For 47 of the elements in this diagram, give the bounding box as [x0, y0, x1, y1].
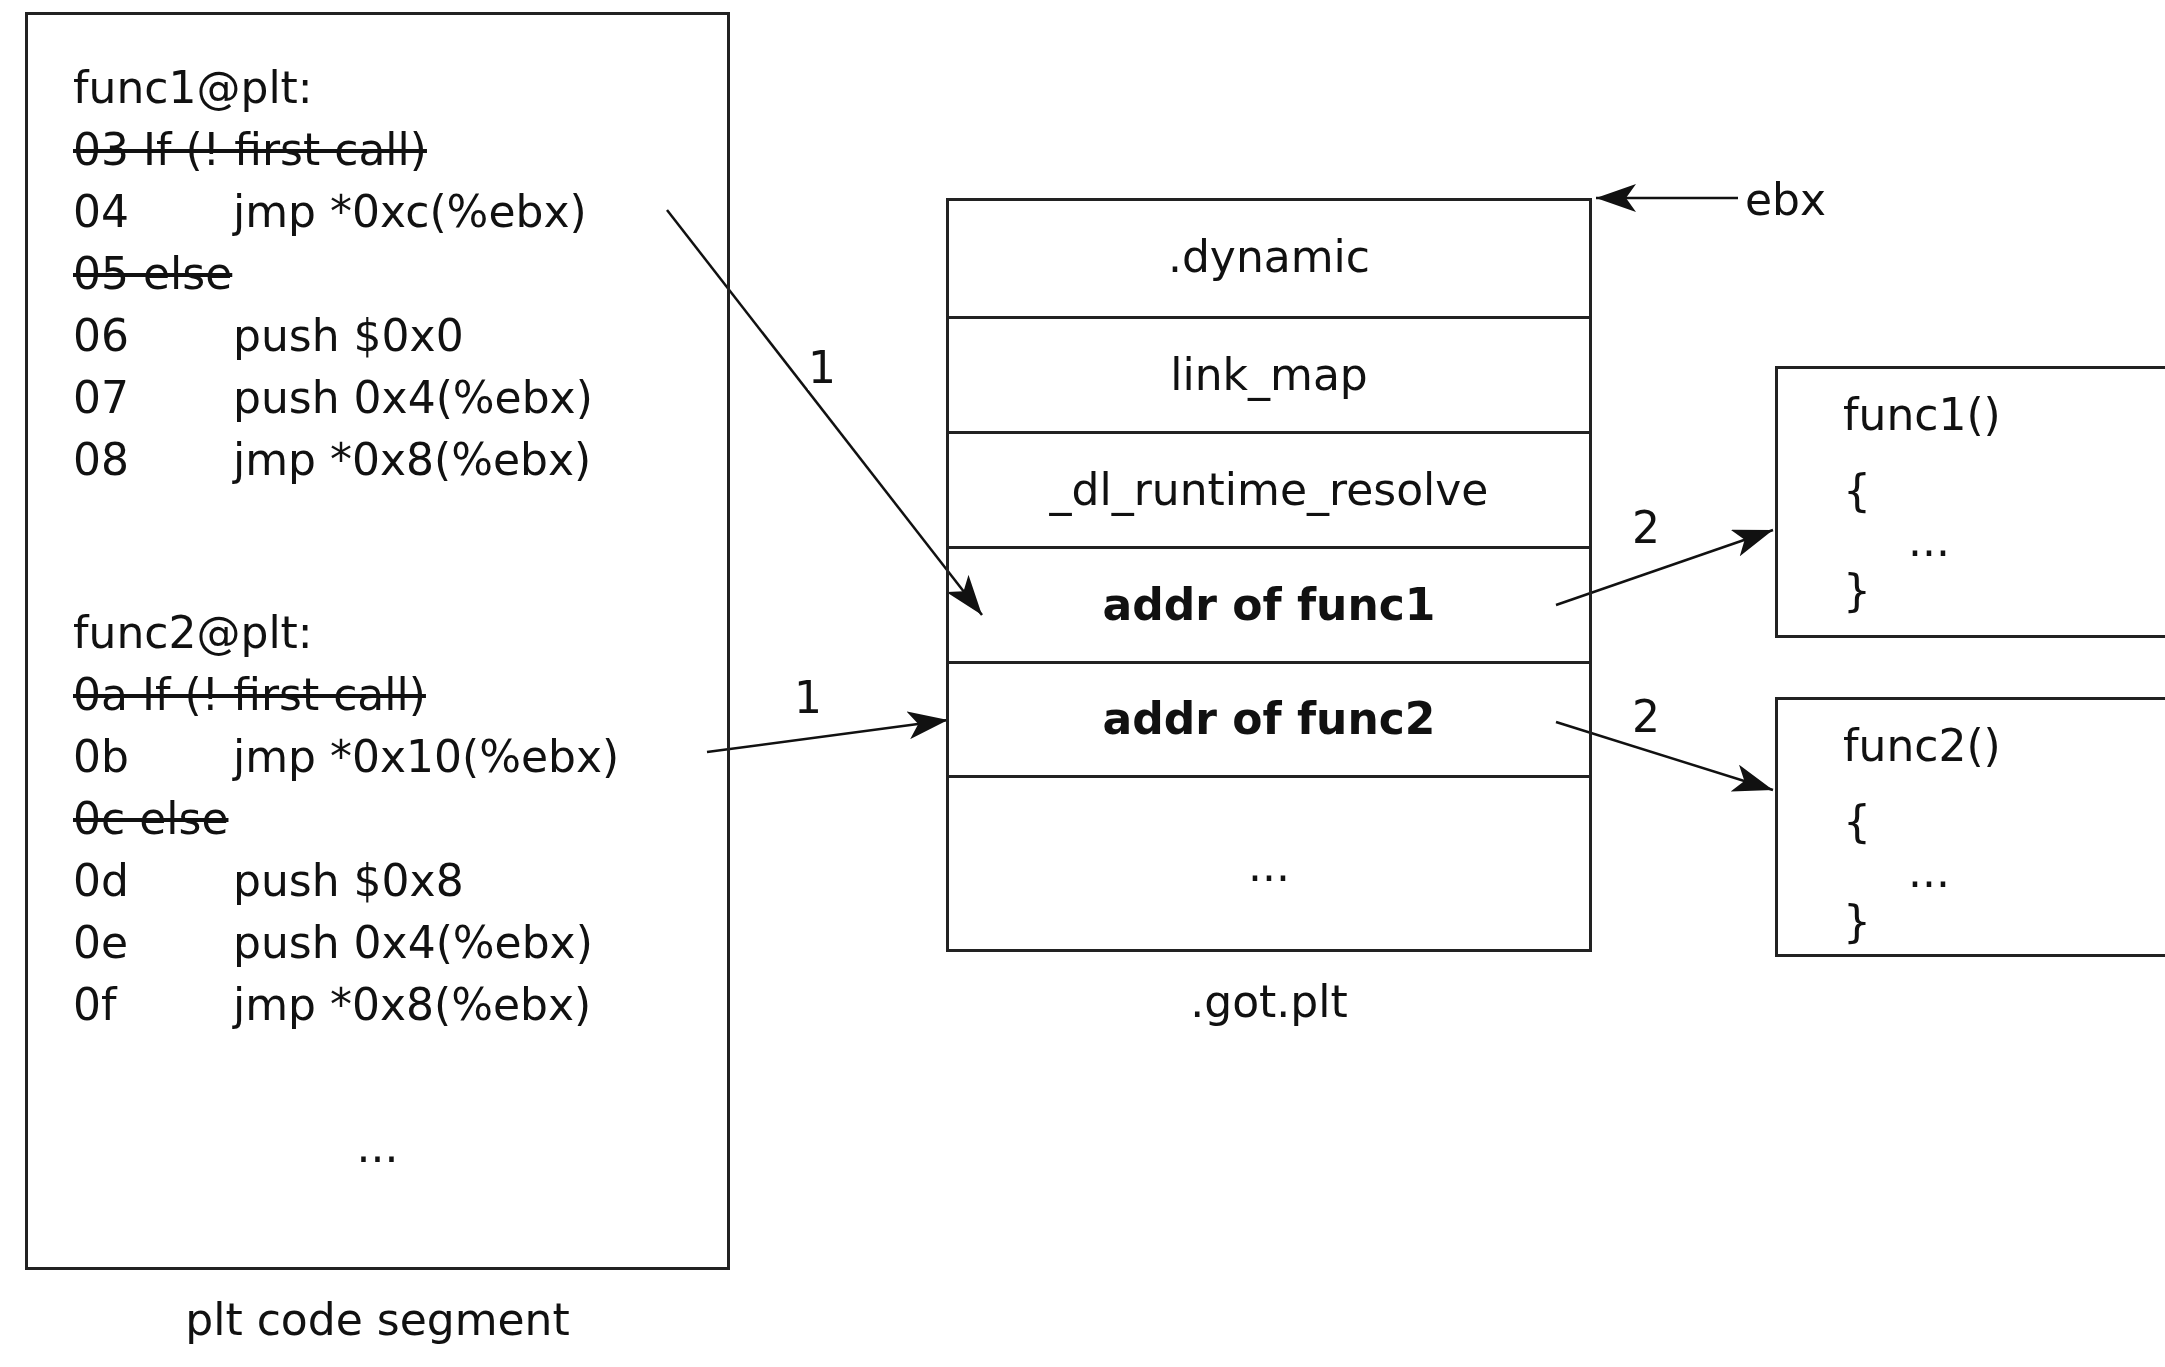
memory-table — [946, 198, 1592, 952]
code-text: { — [1843, 800, 1871, 844]
line-number: 04 — [73, 190, 129, 234]
line-number: 0f — [73, 983, 117, 1027]
code-text: func1() — [1843, 393, 2001, 437]
arrow — [706, 711, 949, 754]
line-number: 06 — [73, 314, 129, 358]
code-label: func1@plt: — [73, 66, 313, 110]
struck-code-text: 0a If (! first call) — [73, 673, 426, 717]
code-text: } — [1843, 569, 1871, 613]
code-segment-box — [25, 12, 730, 1270]
arrow — [1596, 184, 1738, 212]
ellipsis-text: ... — [355, 1125, 400, 1169]
entry-label: .dynamic — [1166, 234, 1372, 279]
arrow — [1555, 720, 1774, 792]
code-text: jmp *0xc(%ebx) — [233, 190, 587, 234]
code-text: push 0x4(%ebx) — [233, 376, 593, 420]
line-number: 07 — [73, 376, 129, 420]
code-text: jmp *0x8(%ebx) — [233, 983, 592, 1027]
struck-code-text: 05 else — [73, 252, 233, 296]
entry-label: ... — [1247, 844, 1291, 888]
code-text: jmp *0x10(%ebx) — [233, 735, 620, 779]
code-text: { — [1843, 469, 1871, 513]
code-text: push $0x8 — [233, 859, 464, 903]
code-text: func2() — [1843, 724, 2001, 768]
register-label: ebx — [1745, 172, 1855, 228]
code-text: ... — [1908, 850, 1950, 894]
code-text: push 0x4(%ebx) — [233, 921, 593, 965]
function-box — [1775, 366, 2165, 638]
code-text: ... — [1908, 519, 1950, 563]
code-text: } — [1843, 900, 1871, 944]
function-box — [1775, 697, 2165, 957]
code-text: jmp *0x8(%ebx) — [233, 438, 592, 482]
arrow — [666, 209, 983, 616]
line-number: 08 — [73, 438, 129, 482]
code-text: push $0x0 — [233, 314, 464, 358]
caption-text: .got.plt — [1189, 980, 1349, 1024]
line-number: 0d — [73, 859, 129, 903]
struck-code-text: 0c else — [73, 797, 229, 841]
arrow — [1555, 528, 1774, 607]
caption-text: plt code segment — [184, 1298, 571, 1342]
code-label: func2@plt: — [73, 611, 313, 655]
line-number: 0e — [73, 921, 129, 965]
entry-label: addr of func1 — [1101, 582, 1437, 627]
line-number: 0b — [73, 735, 129, 779]
struck-code-text: 03 If (! first call) — [73, 128, 427, 172]
entry-label: addr of func2 — [1101, 697, 1437, 741]
